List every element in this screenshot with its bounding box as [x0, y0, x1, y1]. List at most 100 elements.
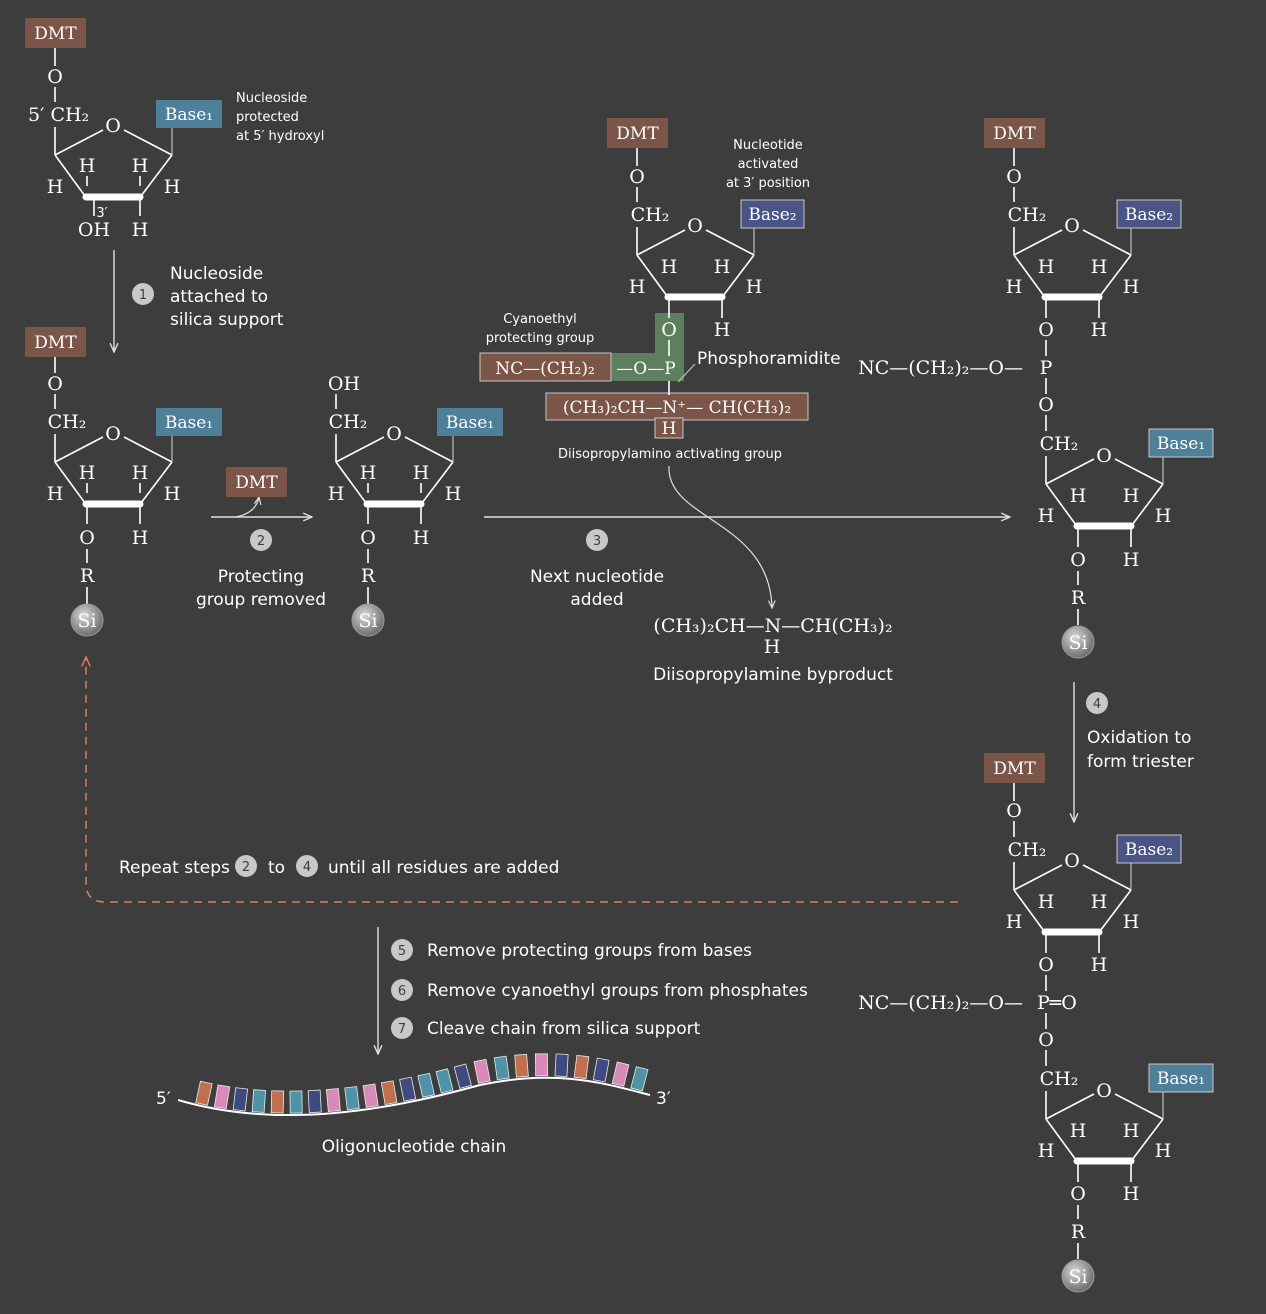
- annotation-nucleoside-protected: Nucleoside: [236, 91, 307, 106]
- nucleotide-bar: [399, 1076, 417, 1102]
- oligonucleotide-bars: [195, 1053, 649, 1114]
- step-1: 1 Nucleoside attached to silica support: [132, 264, 284, 330]
- base1-box: [156, 100, 222, 128]
- annotation-nucleotide-activated: at 3′ position: [726, 176, 810, 191]
- nucleotide-bar: [473, 1058, 491, 1084]
- step-5: 5 Remove protecting groups from bases: [391, 939, 752, 961]
- amine-box: [545, 392, 809, 421]
- h-label: H: [1091, 954, 1108, 976]
- diisopropylamine-byproduct: (CH₃)₂CH—N—CH(CH₃)₂ H Diisopropylamine b…: [653, 615, 893, 685]
- nucleoside-protected: DMT O 5′ CH₂ O Base₁ H H H H 3′ OH H Nuc…: [25, 18, 324, 241]
- ring-oxygen-label: O: [1064, 850, 1080, 872]
- oxygen-label: O: [1038, 954, 1054, 976]
- amine-label: (CH₃)₂CH—N⁺— CH(CH₃)₂: [563, 398, 791, 418]
- h-label: H: [1070, 485, 1087, 507]
- base1-label: Base₁: [446, 413, 494, 433]
- annotation-nucleotide-activated: Nucleotide: [733, 138, 803, 153]
- oxygen-label: O: [47, 373, 63, 395]
- oxygen-label: O: [629, 166, 645, 188]
- ring-oxygen-label: O: [105, 423, 121, 445]
- nucleotide-bar: [344, 1086, 360, 1111]
- step-6: 6 Remove cyanoethyl groups from phosphat…: [391, 979, 808, 1001]
- h-label: H: [714, 319, 731, 341]
- chain-backbone: [177, 1076, 651, 1116]
- step2-text: Protecting: [218, 567, 304, 587]
- h-label: H: [47, 176, 64, 198]
- step3-text: added: [570, 590, 623, 610]
- dmt-label: DMT: [993, 759, 1036, 779]
- h-label: H: [1038, 505, 1055, 527]
- step1-text: Nucleoside: [170, 264, 263, 284]
- nucleotide-bar: [592, 1057, 610, 1083]
- oxygen-label: O: [1038, 319, 1054, 341]
- nucleotide-bar: [435, 1068, 454, 1094]
- h-label: H: [132, 527, 149, 549]
- dmt-box: [607, 118, 668, 148]
- phosphorus-label: P: [1040, 357, 1053, 379]
- si-label: Si: [1068, 632, 1087, 654]
- chain-three-prime: 3′: [656, 1089, 671, 1109]
- oh-label: OH: [328, 373, 360, 395]
- oxygen-label: O: [1006, 800, 1022, 822]
- phosphoramidite-label: Phosphoramidite: [697, 349, 841, 369]
- ring-oxygen-label: O: [1064, 215, 1080, 237]
- repeat-instruction: Repeat steps 2 to 4 until all residues a…: [119, 855, 559, 878]
- dmt-box: [25, 18, 86, 48]
- base2-label: Base₂: [1125, 205, 1173, 225]
- h-label: H: [1123, 485, 1140, 507]
- byproduct-name: Diisopropylamine byproduct: [653, 665, 893, 685]
- phosphate-label: P═O: [1037, 992, 1077, 1014]
- oxygen-label: O: [1006, 166, 1022, 188]
- dmt-label: DMT: [235, 473, 278, 493]
- r-label: R: [361, 565, 376, 587]
- ch2-label: CH₂: [329, 411, 368, 433]
- h-label: H: [132, 219, 149, 241]
- dmt-box: [984, 118, 1045, 148]
- step-4: 4 Oxidation to form triester: [1086, 692, 1194, 772]
- annotation-cyanoethyl: Cyanoethyl: [503, 312, 577, 327]
- base1-box: [1148, 428, 1214, 458]
- step-3: 3 Next nucleotide added: [530, 529, 664, 610]
- annotation-nucleoside-protected: at 5′ hydroxyl: [236, 129, 324, 144]
- cyanoethyl-label: NC—(CH₂)₂: [495, 359, 595, 379]
- byproduct-h: H: [764, 636, 781, 658]
- si-label: Si: [358, 610, 377, 632]
- r-label: R: [1071, 1221, 1086, 1243]
- base1-box: [437, 408, 503, 436]
- chain-label: Oligonucleotide chain: [322, 1137, 507, 1157]
- h-label: H: [746, 276, 763, 298]
- h-label: H: [413, 462, 430, 484]
- three-prime-label: 3′: [96, 206, 107, 221]
- ring-oxygen-label: O: [1096, 1080, 1112, 1102]
- base1-label: Base₁: [1157, 434, 1205, 454]
- ch2-label: CH₂: [1008, 839, 1047, 861]
- h-label: H: [164, 176, 181, 198]
- dmt-label: DMT: [993, 124, 1036, 144]
- base2-box: [1116, 199, 1182, 229]
- h-label: H: [360, 462, 377, 484]
- h-label: H: [1091, 891, 1108, 913]
- h-label: H: [714, 256, 731, 278]
- h-label: H: [445, 483, 462, 505]
- ring-oxygen-label: O: [687, 215, 703, 237]
- oxygen-label: O: [360, 527, 376, 549]
- nucleotide-bar: [195, 1080, 213, 1106]
- diisopropylamino-label: Diisopropylamino activating group: [558, 447, 782, 462]
- nucleotide-bar: [417, 1072, 435, 1098]
- h-label: H: [47, 483, 64, 505]
- base2-box: [740, 199, 805, 229]
- base2-box: [1116, 834, 1182, 864]
- oxygen-label: O: [661, 319, 677, 341]
- h-label: H: [79, 155, 96, 177]
- r-label: R: [1071, 587, 1086, 609]
- nucleotide-bar: [380, 1080, 398, 1106]
- step-7: 7 Cleave chain from silica support: [391, 1017, 701, 1039]
- h-label: H: [1006, 911, 1023, 933]
- step4-text: Oxidation to: [1087, 728, 1191, 748]
- repeat-text: to: [268, 858, 285, 878]
- step-number: 2: [257, 534, 265, 549]
- h-label: H: [413, 527, 430, 549]
- step-number: 5: [398, 944, 406, 959]
- step-number: 3: [593, 534, 601, 549]
- h-label: H: [132, 155, 149, 177]
